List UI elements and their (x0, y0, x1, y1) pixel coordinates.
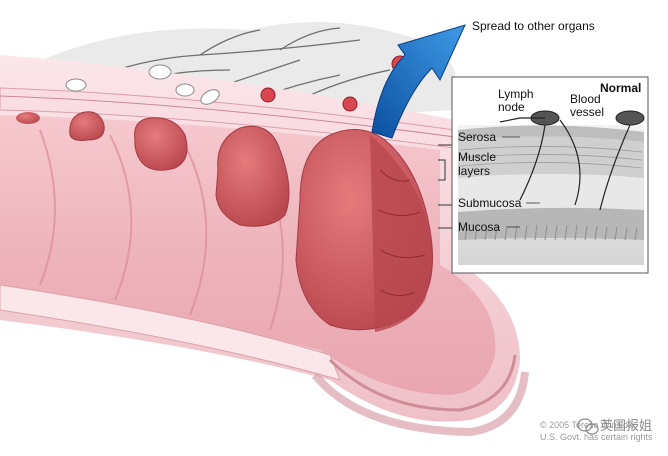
colon-lower-lip (0, 284, 341, 381)
spread-label: Spread to other organs (472, 19, 595, 33)
submucosa-label: Submucosa (458, 196, 522, 210)
tumor-stage-4 (295, 129, 433, 332)
lymph-nodes (65, 64, 220, 105)
channel-watermark: 英国报姐 (600, 419, 652, 434)
tumor-stage-2 (134, 117, 188, 171)
spread-arrow (371, 24, 466, 139)
wechat-icon (577, 418, 599, 435)
tumor-stage-1 (69, 111, 105, 141)
mucosa-label: Mucosa (458, 220, 500, 234)
tumor-stage-0 (16, 112, 40, 124)
inset-title: Normal (600, 81, 641, 95)
tumor-stage-3 (215, 125, 290, 227)
rights-watermark: U.S. Govt. has certain rights (540, 432, 653, 442)
serosa-label: Serosa (458, 130, 496, 144)
